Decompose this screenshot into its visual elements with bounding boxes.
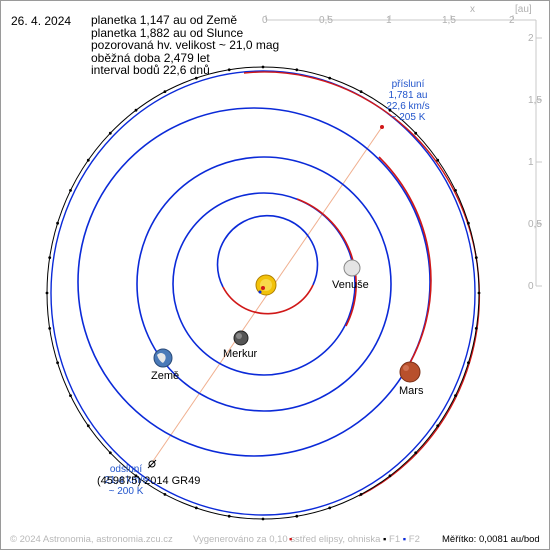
asteroid-marker — [147, 459, 157, 469]
f1-dot-icon: ▪ — [383, 534, 387, 545]
x-tick-4: 2 — [509, 15, 515, 26]
info-line: interval bodů 22,6 dnů — [91, 63, 210, 77]
path-dot — [86, 158, 90, 162]
mars-icon — [399, 361, 421, 383]
perihelion-temperature: ~ 205 K — [390, 112, 426, 123]
path-dot — [194, 506, 198, 510]
perihelion-marker — [380, 125, 384, 129]
path-dot — [108, 451, 112, 455]
venus-icon — [343, 259, 361, 277]
footer-generated: Vygenerováno za 0,10 s — [193, 534, 296, 545]
path-dot — [328, 506, 332, 510]
info-line: oběžná doba 2,479 let — [91, 50, 210, 65]
footer-legend: ▪ střed elipsy, ohniska ▪ F1 ▪ F2 — [289, 534, 420, 545]
path-dot — [328, 76, 332, 80]
path-dot — [48, 327, 52, 330]
x-tick-1: 0,5 — [319, 15, 333, 26]
perihelion-distance: 1,781 au — [388, 90, 428, 101]
path-dot — [474, 256, 478, 259]
path-dot — [454, 189, 457, 192]
path-dot — [436, 158, 440, 162]
path-dot — [69, 394, 72, 397]
x-tick-3: 1,5 — [442, 15, 456, 26]
path-dot — [227, 68, 231, 72]
path-dot — [414, 451, 418, 455]
asteroid-name: (459875) 2014 GR49 — [97, 475, 201, 487]
path-dot — [86, 424, 90, 428]
earth-orbit — [136, 156, 392, 412]
path-dot — [414, 131, 418, 135]
earth-label: Země — [151, 370, 180, 382]
path-dot — [108, 131, 112, 135]
y-tick-4: 0 — [528, 281, 534, 292]
path-dot — [436, 424, 440, 428]
path-dot — [454, 394, 457, 397]
aphelion-temperature: ~ 200 K — [108, 486, 144, 497]
mars-label: Mars — [399, 385, 424, 397]
path-dot — [477, 291, 481, 295]
axis-unit: [au] — [515, 4, 532, 15]
perihelion-info: přísluní 1,781 au 22,6 km/s ~ 205 K — [383, 79, 433, 123]
path-dot — [227, 514, 231, 518]
x-tick-2: 1 — [386, 15, 392, 26]
path-dot — [163, 493, 167, 496]
path-dot — [467, 221, 470, 225]
perihelion-title: přísluní — [391, 79, 425, 90]
legend-center-label: střed elipsy, ohniska — [295, 534, 381, 545]
venus-orbit — [172, 192, 357, 376]
path-dot — [388, 474, 392, 478]
y-tick-1: 1,5 — [528, 95, 542, 106]
path-dot — [69, 189, 72, 192]
path-dot — [261, 517, 265, 521]
path-dot — [194, 76, 198, 80]
legend-f2: F2 — [408, 534, 420, 545]
path-dot — [359, 493, 363, 496]
path-dot — [134, 108, 138, 112]
aphelion-info: odsluní 21,4 km/s ~ 200 K — [102, 464, 150, 497]
path-dot — [134, 474, 138, 478]
info-line: pozorovaná hv. velikost ~ 21,0 mag — [91, 38, 280, 52]
info-line: planetka 1,882 au od Slunce — [91, 25, 244, 40]
info-line: planetka 1,147 au od Země — [91, 13, 238, 27]
mars-orbit — [77, 107, 432, 457]
info-block: planetka 1,147 au od Země planetka 1,882… — [91, 14, 279, 77]
legend-f1: F1 — [389, 534, 401, 545]
path-dot — [48, 256, 52, 259]
path-dot — [295, 68, 299, 72]
path-dot — [56, 361, 59, 365]
path-dot — [359, 90, 363, 93]
path-dot — [163, 90, 167, 93]
path-dot — [474, 327, 478, 330]
footer-scale: Měřítko: 0,0081 au/bod — [442, 534, 540, 545]
x-axis-name: x — [470, 4, 475, 15]
path-dot — [56, 221, 59, 225]
mercury-label: Merkur — [223, 348, 258, 360]
perihelion-speed: 22,6 km/s — [386, 101, 430, 112]
f2-dot-icon: ▪ — [402, 534, 407, 545]
footer-copyright: © 2024 Astronomia, astronomia.zcu.cz — [10, 534, 173, 545]
y-tick-0: 2 — [528, 33, 534, 44]
mercury-orbit — [216, 214, 319, 315]
aphelion-title: odsluní — [109, 464, 143, 475]
venus-label: Venuše — [332, 279, 369, 291]
path-dot — [467, 361, 470, 365]
path-dot — [295, 514, 299, 518]
path-dot — [261, 65, 265, 69]
asteroid-path-dots — [45, 65, 481, 521]
path-dot — [45, 291, 49, 295]
apsidal-line — [150, 126, 383, 465]
path-dot — [388, 108, 392, 112]
x-tick-0: 0 — [262, 15, 268, 26]
aphelion-speed: 21,4 km/s — [104, 475, 148, 486]
axes — [265, 15, 542, 287]
legend-dot-icon: ▪ — [289, 534, 293, 545]
sun — [255, 274, 277, 296]
date-label: 26. 4. 2024 — [11, 14, 72, 28]
y-tick-3: 0,5 — [528, 219, 542, 230]
y-tick-2: 1 — [528, 157, 534, 168]
